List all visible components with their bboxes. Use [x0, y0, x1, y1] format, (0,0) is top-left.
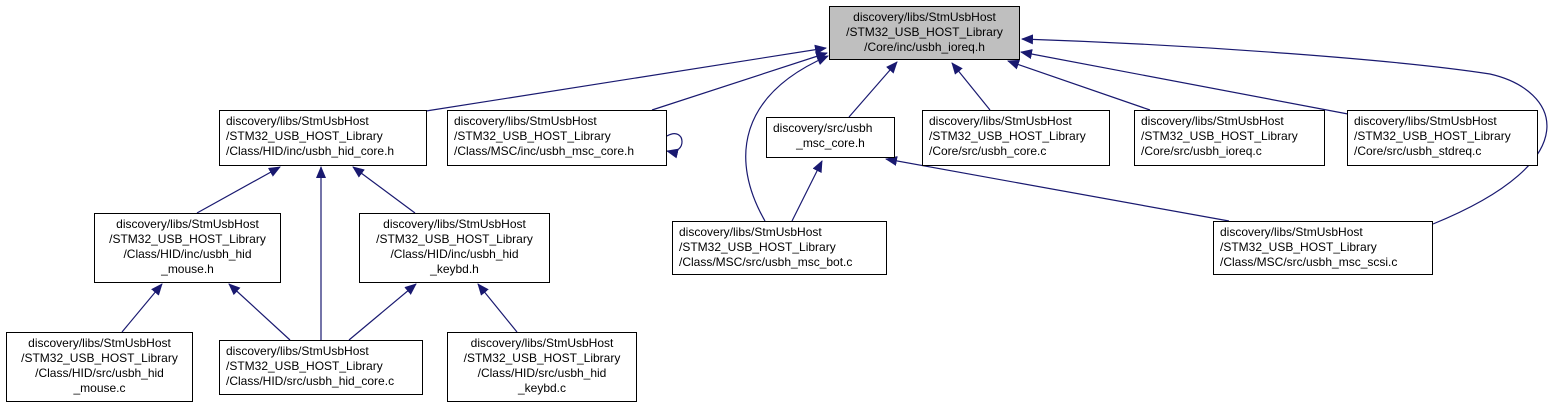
node-label-line: /Class/HID/inc/usbh_hid	[390, 247, 519, 261]
node-label-line: /STM32_USB_HOST_Library	[1220, 240, 1377, 254]
node-label-line: /Class/HID/inc/usbh_hid_core.h	[226, 144, 395, 158]
edge-hid-mouse-h-to-hid-core-h	[196, 166, 281, 214]
node-label-line: discovery/libs/StmUsbHost	[226, 344, 369, 358]
node-label-line: /STM32_USB_HOST_Library	[846, 25, 1003, 39]
node-usbh-msc-bot-c[interactable]: discovery/libs/StmUsbHost /STM32_USB_HOS…	[672, 221, 887, 275]
node-label-line: /STM32_USB_HOST_Library	[109, 232, 266, 246]
node-usbh-hid-keybd-h[interactable]: discovery/libs/StmUsbHost /STM32_USB_HOS…	[359, 213, 550, 283]
node-label-line: _mouse.c	[73, 381, 126, 395]
edge-msc-bot-c-to-src-msc-core-h	[791, 160, 823, 222]
node-label-line: _mouse.h	[161, 262, 214, 276]
node-label-line: /STM32_USB_HOST_Library	[21, 351, 178, 365]
node-label-line: _msc_core.h	[796, 136, 865, 150]
node-label-line: /Core/src/usbh_stdreq.c	[1354, 144, 1482, 158]
edge-hid-keybd-h-to-hid-core-h	[352, 166, 416, 214]
node-usbh-ioreq-h[interactable]: discovery/libs/StmUsbHost /STM32_USB_HOS…	[829, 6, 1020, 60]
node-usbh-hid-core-h[interactable]: discovery/libs/StmUsbHost /STM32_USB_HOS…	[219, 110, 427, 166]
node-label-line: /Class/MSC/src/usbh_msc_bot.c	[679, 255, 853, 269]
node-label-line: /Class/HID/inc/usbh_hid	[123, 247, 252, 261]
node-usbh-stdreq-c[interactable]: discovery/libs/StmUsbHost /STM32_USB_HOS…	[1347, 110, 1538, 166]
node-label-line: /Class/HID/src/usbh_hid_core.c	[226, 374, 395, 388]
node-label-line: /STM32_USB_HOST_Library	[1141, 129, 1298, 143]
node-usbh-msc-core-h[interactable]: discovery/libs/StmUsbHost /STM32_USB_HOS…	[447, 110, 667, 166]
edge-hid-core-c-to-hid-mouse-h	[228, 283, 291, 341]
node-label-line: /STM32_USB_HOST_Library	[679, 240, 836, 254]
node-label-line: /Class/HID/src/usbh_hid	[477, 366, 607, 380]
node-label-line: /STM32_USB_HOST_Library	[226, 359, 383, 373]
node-label-line: discovery/libs/StmUsbHost	[28, 336, 171, 350]
node-label-line: /Core/src/usbh_ioreq.c	[1141, 144, 1262, 158]
edge-hid-core-h-to-ioreq-h	[425, 44, 827, 112]
edge-stdreq-c-to-ioreq-h	[1020, 49, 1349, 115]
node-label-line: discovery/libs/StmUsbHost	[679, 225, 822, 239]
edge-msc-core-h-to-ioreq-h	[651, 51, 828, 111]
node-label-line: discovery/libs/StmUsbHost	[226, 114, 369, 128]
node-label-line: /STM32_USB_HOST_Library	[1354, 129, 1511, 143]
node-usbh-msc-scsi-c[interactable]: discovery/libs/StmUsbHost /STM32_USB_HOS…	[1213, 221, 1433, 275]
node-label-line: discovery/libs/StmUsbHost	[853, 10, 996, 24]
node-label-line: _keybd.h	[430, 262, 479, 276]
node-label-line: discovery/libs/StmUsbHost	[1220, 225, 1363, 239]
node-label-line: /STM32_USB_HOST_Library	[376, 232, 533, 246]
node-label-line: /STM32_USB_HOST_Library	[929, 129, 1086, 143]
node-label-line: /Class/HID/src/usbh_hid	[35, 366, 164, 380]
node-label-line: discovery/libs/StmUsbHost	[470, 336, 614, 350]
node-label-line: discovery/libs/StmUsbHost	[1141, 114, 1284, 128]
edge-hid-core-c-to-hid-keybd-h	[348, 283, 417, 341]
edge-core-c-to-ioreq-h	[951, 62, 991, 111]
edge-src-msc-core-h-to-ioreq-h	[848, 61, 898, 118]
node-usbh-hid-mouse-c[interactable]: discovery/libs/StmUsbHost /STM32_USB_HOS…	[6, 332, 193, 402]
node-label-line: _keybd.c	[517, 381, 567, 395]
node-label-line: /Core/inc/usbh_ioreq.h	[864, 40, 985, 54]
edge-hid-keybd-c-to-hid-keybd-h	[477, 283, 518, 333]
node-usbh-core-c[interactable]: discovery/libs/StmUsbHost /STM32_USB_HOS…	[922, 110, 1110, 166]
node-usbh-hid-keybd-c[interactable]: discovery/libs/StmUsbHost /STM32_USB_HOS…	[447, 332, 637, 402]
node-usbh-ioreq-c[interactable]: discovery/libs/StmUsbHost /STM32_USB_HOS…	[1134, 110, 1325, 166]
node-label-line: discovery/libs/StmUsbHost	[454, 114, 597, 128]
node-src-usbh-msc-core-h[interactable]: discovery/src/usbh _msc_core.h	[766, 117, 895, 158]
node-usbh-hid-mouse-h[interactable]: discovery/libs/StmUsbHost /STM32_USB_HOS…	[94, 213, 281, 283]
node-label-line: /STM32_USB_HOST_Library	[463, 351, 621, 365]
node-label-line: /STM32_USB_HOST_Library	[454, 129, 611, 143]
node-label-line: discovery/src/usbh	[773, 121, 873, 135]
edge-msc-bot-c-to-ioreq-h	[745, 55, 829, 222]
node-label-line: /Class/MSC/inc/usbh_msc_core.h	[454, 144, 635, 158]
edge-msc-core-h-self-loop	[666, 133, 683, 159]
node-label-line: discovery/libs/StmUsbHost	[383, 217, 526, 231]
edge-msc-scsi-c-to-src-msc-core-h	[885, 156, 1230, 222]
node-label-line: /Core/src/usbh_core.c	[929, 144, 1047, 158]
node-label-line: discovery/libs/StmUsbHost	[1354, 114, 1497, 128]
node-label-line: discovery/libs/StmUsbHost	[929, 114, 1072, 128]
edge-hid-mouse-c-to-hid-mouse-h	[121, 283, 163, 333]
edge-ioreq-c-to-ioreq-h	[1007, 59, 1151, 111]
node-label-line: /STM32_USB_HOST_Library	[226, 129, 383, 143]
node-label-line: discovery/libs/StmUsbHost	[116, 217, 259, 231]
node-label-line: /Class/MSC/src/usbh_msc_scsi.c	[1220, 255, 1398, 269]
node-usbh-hid-core-c[interactable]: discovery/libs/StmUsbHost /STM32_USB_HOS…	[219, 340, 423, 395]
